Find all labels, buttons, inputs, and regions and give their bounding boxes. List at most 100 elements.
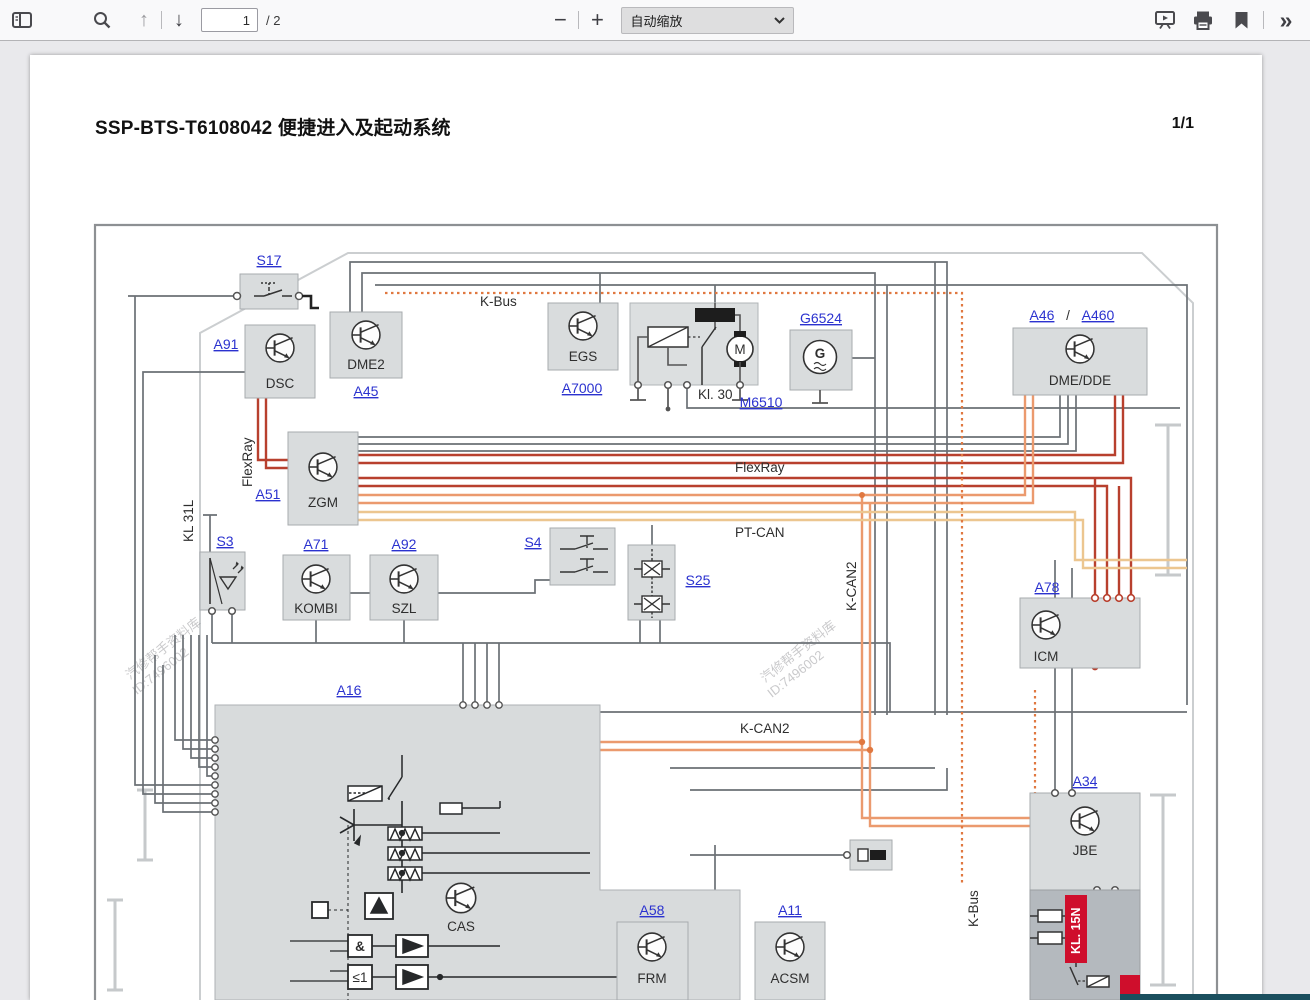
watermark: 汽修帮手资料库 ID:7496002 汽修帮手资料库 ID:7496002 xyxy=(123,615,839,701)
label-flexray: FlexRay xyxy=(735,460,785,475)
module-frm: FRM A58 xyxy=(616,902,689,1000)
minus-icon: − xyxy=(554,7,567,32)
link-a71[interactable]: A71 xyxy=(304,536,329,552)
print-button[interactable] xyxy=(1189,6,1217,34)
label-and-gate: & xyxy=(355,939,365,954)
label-kombi: KOMBI xyxy=(294,601,338,616)
label-zgm: ZGM xyxy=(308,495,338,510)
sheet-page-indicator: 1/1 xyxy=(1171,115,1194,132)
kl15n-badge xyxy=(1065,895,1087,963)
module-s4: S4 xyxy=(524,527,616,586)
link-a58[interactable]: A58 xyxy=(640,902,665,918)
link-a11[interactable]: A11 xyxy=(778,902,802,918)
plus-icon: + xyxy=(591,7,604,32)
label-kl31l: KL 31L xyxy=(181,499,196,542)
label-kl15n: KL. 15N xyxy=(1069,907,1083,954)
label-acsm: ACSM xyxy=(770,971,809,986)
label-kl30: Kl. 30 xyxy=(698,387,733,402)
label-generator: G xyxy=(815,346,826,361)
label-ptcan: PT-CAN xyxy=(735,525,785,540)
bottom-edge-bar xyxy=(1120,994,1310,1000)
module-egs: EGS A7000 xyxy=(547,302,619,396)
module-s17: S17 xyxy=(232,252,319,310)
presentation-mode-button[interactable] xyxy=(1151,6,1179,34)
label-flexray-vertical: FlexRay xyxy=(240,437,255,487)
label-kbus-top: K-Bus xyxy=(480,294,517,309)
link-s17[interactable]: S17 xyxy=(257,252,282,268)
page-number-input[interactable] xyxy=(201,8,258,32)
zoom-out-button[interactable]: − xyxy=(546,6,574,34)
label-cas: CAS xyxy=(447,919,475,934)
link-a51[interactable]: A51 xyxy=(256,486,281,502)
page-count-label: / 2 xyxy=(266,12,281,28)
label-kbus-vertical: K-Bus xyxy=(966,890,981,927)
arrow-down-icon: ↓ xyxy=(174,8,184,31)
cas-terminals xyxy=(211,701,503,816)
sidebar-toggle-icon xyxy=(12,12,32,28)
link-a7000[interactable]: A7000 xyxy=(562,380,603,396)
search-icon xyxy=(94,12,111,29)
link-s4[interactable]: S4 xyxy=(524,534,541,550)
label-dme-dde: DME/DDE xyxy=(1049,373,1111,388)
module-szl: SZL A92 xyxy=(369,536,439,621)
label-dsc: DSC xyxy=(266,376,295,391)
module-kombi: KOMBI A71 xyxy=(282,536,351,621)
label-slash: / xyxy=(1066,308,1070,323)
link-a16[interactable]: A16 xyxy=(337,682,362,698)
pdf-page: SSP-BTS-T6108042 便捷进入及起动系统 1/1 xyxy=(30,55,1262,1000)
link-a460[interactable]: A460 xyxy=(1082,307,1115,323)
sidebar-toggle-button[interactable] xyxy=(8,6,36,34)
link-a92[interactable]: A92 xyxy=(392,536,417,552)
chevron-down-icon xyxy=(774,16,786,24)
link-m6510[interactable]: M6510 xyxy=(740,394,783,410)
link-a46[interactable]: A46 xyxy=(1030,307,1055,323)
diagram-frame xyxy=(93,223,1219,1000)
link-s3[interactable]: S3 xyxy=(216,533,233,549)
module-g6524: G G6524 xyxy=(789,310,853,404)
double-chevron-right-icon: » xyxy=(1279,6,1293,33)
module-dme2: DME2 A45 xyxy=(329,311,403,399)
bus-labels: K-Bus FlexRay PT-CAN K-CAN2 K-CAN2 K-Bus xyxy=(480,294,981,927)
link-g6524[interactable]: G6524 xyxy=(800,310,842,326)
module-m6510: M Kl. 30 M6510 xyxy=(629,302,783,412)
zoom-level-value: 自动缩放 xyxy=(630,13,683,29)
link-a78[interactable]: A78 xyxy=(1035,579,1060,595)
bookmark-button[interactable] xyxy=(1227,6,1255,34)
page-up-button[interactable]: ↑ xyxy=(130,6,158,34)
more-tools-button[interactable]: » xyxy=(1272,6,1300,34)
bookmark-icon xyxy=(1235,11,1247,28)
module-zgm: ZGM A51 FlexRay xyxy=(240,431,359,526)
presentation-icon xyxy=(1155,10,1175,29)
label-egs: EGS xyxy=(569,349,598,364)
label-frm: FRM xyxy=(637,971,666,986)
label-dme2: DME2 xyxy=(347,357,385,372)
power-distribution-box: KL. 15N xyxy=(1029,889,1141,1000)
module-s3: S3 KL 31L xyxy=(181,499,246,616)
link-a91[interactable]: A91 xyxy=(214,336,239,352)
printer-icon xyxy=(1194,11,1212,30)
page-down-button[interactable]: ↓ xyxy=(165,6,193,34)
zoom-level-select[interactable]: 自动缩放 xyxy=(621,6,795,34)
label-motor: M xyxy=(734,342,745,357)
module-acsm: ACSM A11 xyxy=(754,902,826,1000)
module-jbe: JBE A34 xyxy=(1029,773,1141,895)
find-button[interactable] xyxy=(88,6,116,34)
link-a45[interactable]: A45 xyxy=(354,383,379,399)
document-title: SSP-BTS-T6108042 便捷进入及起动系统 xyxy=(95,118,451,139)
label-jbe: JBE xyxy=(1073,843,1098,858)
module-dme-dde: DME/DDE A46 / A460 xyxy=(1012,307,1148,396)
zoom-in-button[interactable]: + xyxy=(583,6,611,34)
link-a34[interactable]: A34 xyxy=(1073,773,1098,789)
module-dsc: DSC A91 xyxy=(214,324,316,399)
module-s25: S25 xyxy=(627,544,711,621)
link-s25[interactable]: S25 xyxy=(686,572,711,588)
pdf-toolbar: ↑ ↓ / 2 − + 自动缩放 » xyxy=(0,0,1310,41)
module-cas: A16 xyxy=(211,682,741,1000)
red-block xyxy=(1120,975,1140,1000)
connector-box xyxy=(842,839,893,871)
label-kcan2: K-CAN2 xyxy=(740,721,790,736)
alignment-marks xyxy=(107,423,1181,992)
cas-internal-circuit xyxy=(290,755,674,1000)
label-kcan2-vertical: K-CAN2 xyxy=(844,561,859,611)
label-or-gate: ≤1 xyxy=(353,970,368,985)
